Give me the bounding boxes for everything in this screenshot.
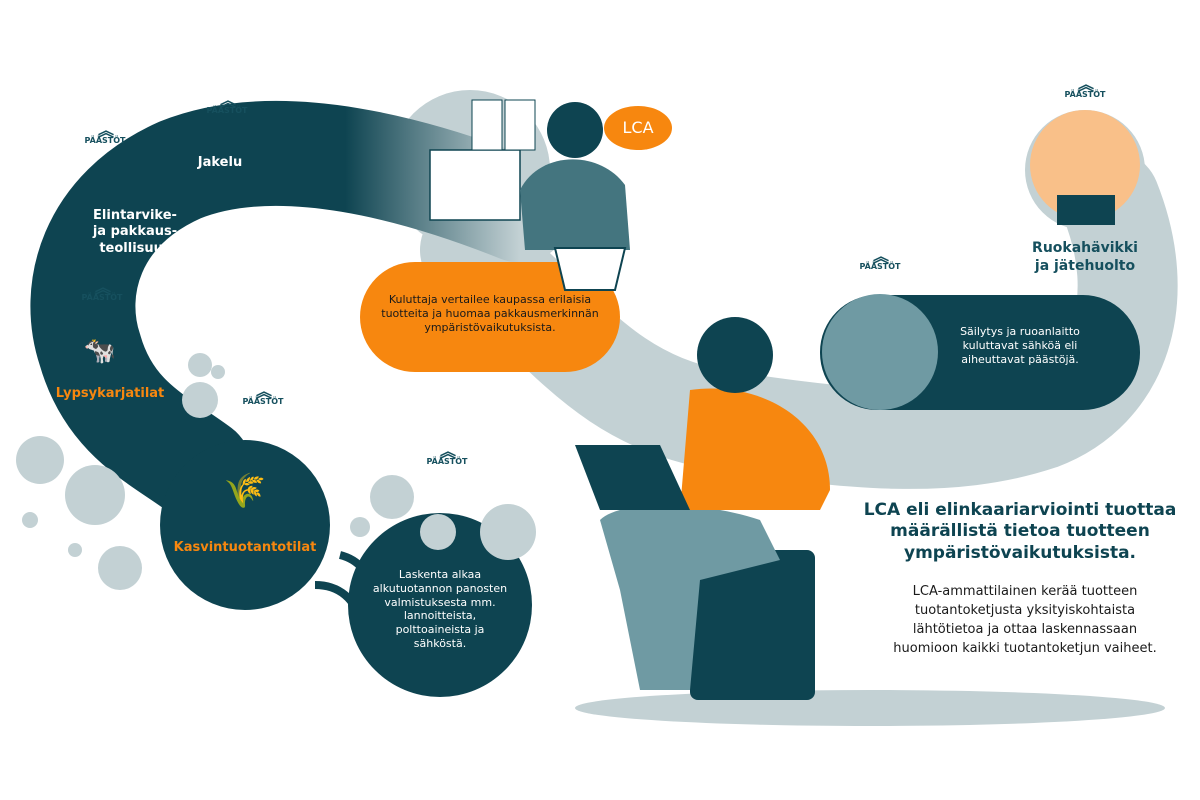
stage-dairy: Lypsykarjatilat [55, 386, 165, 401]
stool [690, 550, 815, 700]
person-head [697, 317, 773, 393]
input-icons [16, 353, 536, 590]
chevrons-up-icon: ︽ [255, 382, 272, 401]
chevrons-up-icon: ︽ [439, 442, 456, 461]
grass-icon: 🌾 [223, 471, 267, 511]
emission-marker: ︽PÄÄSTÖT [72, 278, 132, 303]
stage-industry: Elintarvike- ja pakkaus- teollisuus [92, 208, 178, 256]
inputs-bubble-text: Laskenta alkaa alkutuotannon panosten va… [372, 568, 508, 650]
consumer-bubble-bg [360, 262, 620, 372]
chevrons-up-icon: ︽ [1077, 75, 1094, 94]
emission-marker: ︽PÄÄSTÖT [233, 382, 293, 407]
stage-waste: Ruokahävikki ja jätehuolto [1032, 240, 1138, 274]
person-legs [600, 505, 780, 690]
crop-circle [160, 440, 330, 610]
laptop [575, 445, 690, 510]
basket [553, 247, 627, 291]
emission-marker: ︽PÄÄSTÖT [197, 91, 257, 116]
stage-crop: Kasvintuotantotilat [173, 540, 317, 555]
summary-body: LCA-ammattilainen kerää tuotteen tuotant… [893, 584, 1157, 656]
stage-distribution: Jakelu [197, 155, 243, 170]
emission-marker: ︽PÄÄSTÖT [850, 247, 910, 272]
chevrons-up-icon: ︽ [219, 91, 236, 110]
cow-icon: 🐄 [83, 336, 117, 366]
summary-heading: LCA eli elinkaariarviointi tuottaa määrä… [863, 500, 1177, 563]
shopper [520, 159, 630, 250]
floor-shadow [575, 690, 1165, 726]
person-torso [680, 388, 830, 510]
storage-bubble-text: Säilytys ja ruoanlaitto kuluttavat sähkö… [960, 325, 1080, 366]
lca-cloud [604, 106, 672, 150]
dark-flow-band [30, 100, 573, 523]
emission-marker: ︽PÄÄSTÖT [75, 121, 135, 146]
chevrons-up-icon: ︽ [872, 247, 889, 266]
chevrons-up-icon: ︽ [94, 278, 111, 297]
emission-marker: ︽PÄÄSTÖT [1055, 75, 1115, 100]
consumer-bubble-text: Kuluttaja vertailee kaupassa erilaisia t… [381, 293, 599, 334]
inputs-circle [348, 513, 532, 697]
chevrons-up-icon: ︽ [97, 121, 114, 140]
lca-badge: LCA [622, 118, 654, 137]
emission-marker: ︽PÄÄSTÖT [417, 442, 477, 467]
